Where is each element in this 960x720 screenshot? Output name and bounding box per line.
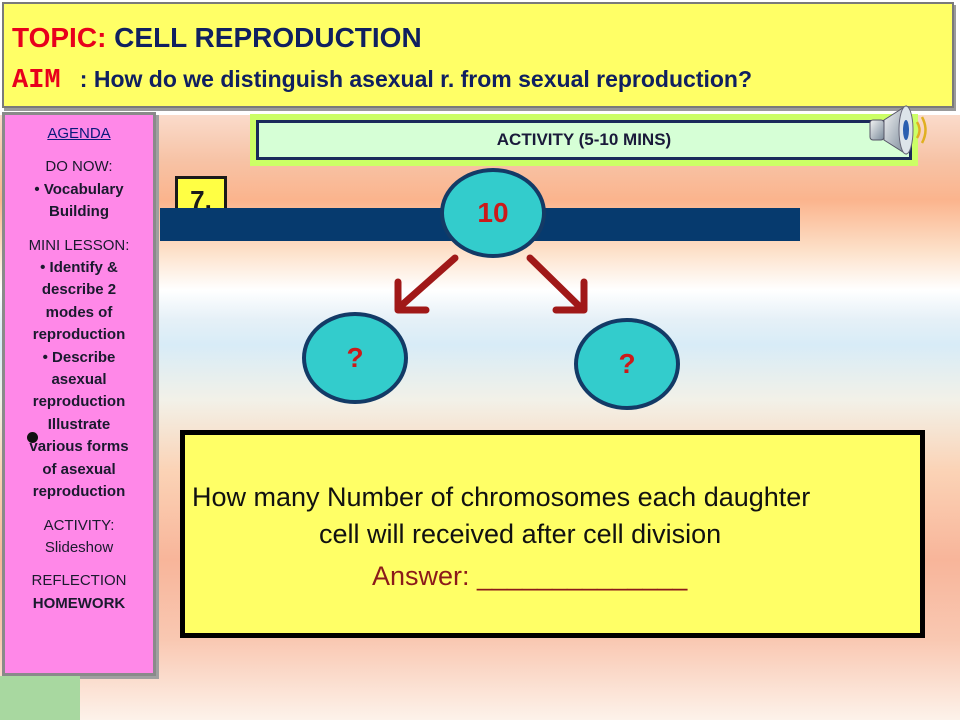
topic-colon: : [97, 22, 115, 53]
aim-line: AIM : How do we distinguish asexual r. f… [12, 66, 752, 96]
topic-text: CELL REPRODUCTION [114, 22, 422, 53]
slide-header: TOPIC: CELL REPRODUCTION AIM : How do we… [2, 2, 954, 108]
agenda-mini-item: describe 2 [41, 281, 117, 299]
topic-line: TOPIC: CELL REPRODUCTION [12, 22, 422, 54]
arrow-left [398, 254, 459, 309]
agenda-do-now-item: Building [49, 203, 109, 221]
question-line-2: cell will received after cell division [319, 519, 722, 549]
question-line-1: How many Number of chromosomes each daug… [192, 482, 811, 512]
agenda-mini-item: modes of [45, 303, 113, 321]
agenda-do-now-item: • Vocabulary [34, 180, 124, 198]
arrow-right-head [552, 278, 588, 314]
agenda-mini-item: of asexual [42, 460, 116, 478]
activity-banner: ACTIVITY (5-10 MINS) [250, 114, 918, 166]
parent-cell: 10 [440, 168, 546, 258]
agenda-do-now: DO NOW: [45, 158, 113, 176]
daughter-cell-right: ? [574, 318, 680, 410]
answer-blank[interactable]: Answer: ______________ [372, 561, 688, 591]
agenda-mini-item: Illustrate [47, 415, 111, 433]
corner-decoration [0, 676, 80, 720]
agenda-mini-item: • Identify & [40, 259, 118, 277]
agenda-activity-item: Slideshow [44, 538, 114, 556]
agenda-mini-item: • Describe [42, 348, 116, 366]
agenda-mini-item: reproduction [32, 326, 126, 344]
division-arrows [394, 254, 588, 314]
activity-banner-label: ACTIVITY (5-10 MINS) [256, 120, 912, 160]
agenda-homework: HOMEWORK [32, 594, 126, 612]
agenda-mini-lesson: MINI LESSON: [28, 236, 130, 254]
agenda-mini-item: various forms [29, 438, 129, 456]
agenda-mini-item: reproduction [32, 483, 126, 501]
agenda-panel: AGENDA DO NOW: • Vocabulary Building MIN… [2, 112, 156, 676]
aim-text: How do we distinguish asexual r. from se… [93, 66, 753, 92]
agenda-title[interactable]: AGENDA [47, 125, 111, 142]
agenda-reflection: REFLECTION [31, 572, 127, 590]
question-box: How many Number of chromosomes each daug… [180, 430, 925, 638]
bullet-dot [27, 432, 38, 443]
arrow-right [526, 254, 582, 309]
speaker-icon[interactable] [862, 100, 932, 160]
arrow-left-head [394, 278, 430, 314]
agenda-mini-item: reproduction [32, 393, 126, 411]
topic-label: TOPIC [12, 22, 98, 53]
agenda-mini-item: asexual [51, 371, 107, 389]
aim-colon: : [60, 66, 94, 92]
agenda-activity: ACTIVITY: [43, 516, 115, 534]
daughter-cell-left: ? [302, 312, 408, 404]
aim-label: AIM [12, 66, 61, 96]
